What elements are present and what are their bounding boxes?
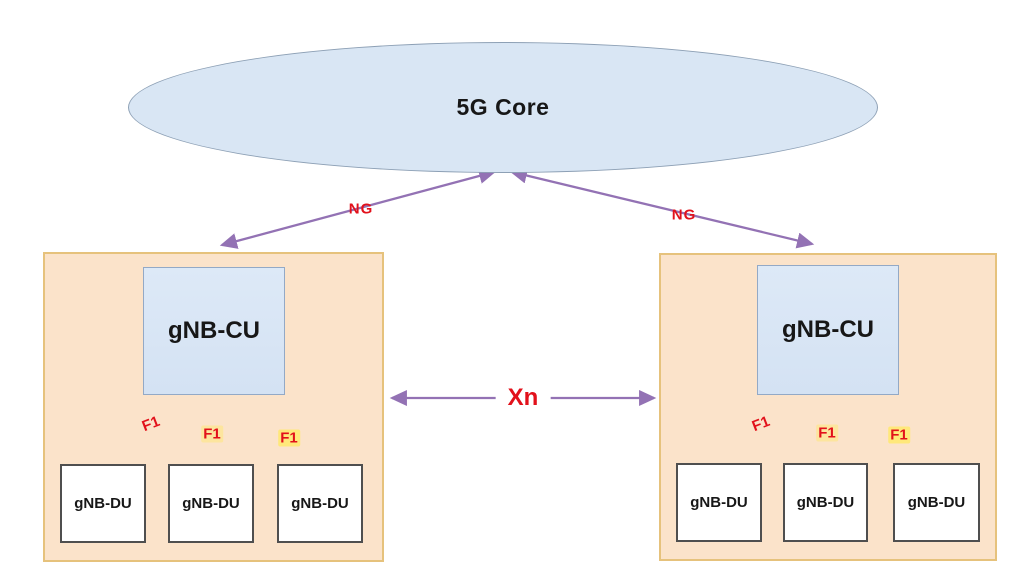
xn-interface-label: Xn — [495, 384, 551, 412]
gnb-du-right-1-node: gNB-DU — [676, 463, 762, 542]
gnb-du-right-1-label: gNB-DU — [690, 494, 748, 511]
f1-interface-label-right-3: F1 — [888, 426, 910, 444]
ng-interface-label-right: NG — [671, 206, 697, 224]
f1-interface-label-left-3: F1 — [278, 429, 300, 447]
gnb-cu-left-label: gNB-CU — [168, 317, 260, 344]
gnb-cu-right-label: gNB-CU — [782, 316, 874, 343]
gnb-du-left-3-node: gNB-DU — [277, 464, 363, 543]
5g-core-node: 5G Core — [128, 42, 878, 173]
gnb-du-right-2-node: gNB-DU — [783, 463, 868, 542]
gnb-du-left-2-label: gNB-DU — [182, 495, 240, 512]
gnb-cu-left-node: gNB-CU — [143, 267, 285, 395]
ng-interface-label-left: NG — [348, 200, 374, 218]
ng-link-right-arrow — [509, 167, 815, 249]
gnb-cu-right-node: gNB-CU — [757, 265, 899, 395]
gnb-du-left-3-label: gNB-DU — [291, 495, 349, 512]
gnb-du-left-2-node: gNB-DU — [168, 464, 254, 543]
gnb-du-right-3-node: gNB-DU — [893, 463, 980, 542]
f1-interface-label-left-2: F1 — [201, 425, 223, 443]
5g-core-label: 5G Core — [456, 94, 550, 120]
gnb-du-right-2-label: gNB-DU — [796, 494, 855, 511]
gnb-du-left-1-node: gNB-DU — [60, 464, 146, 543]
f1-interface-label-right-2: F1 — [816, 424, 838, 442]
gnb-du-left-1-label: gNB-DU — [74, 495, 132, 512]
gnb-du-right-3-label: gNB-DU — [907, 494, 966, 511]
